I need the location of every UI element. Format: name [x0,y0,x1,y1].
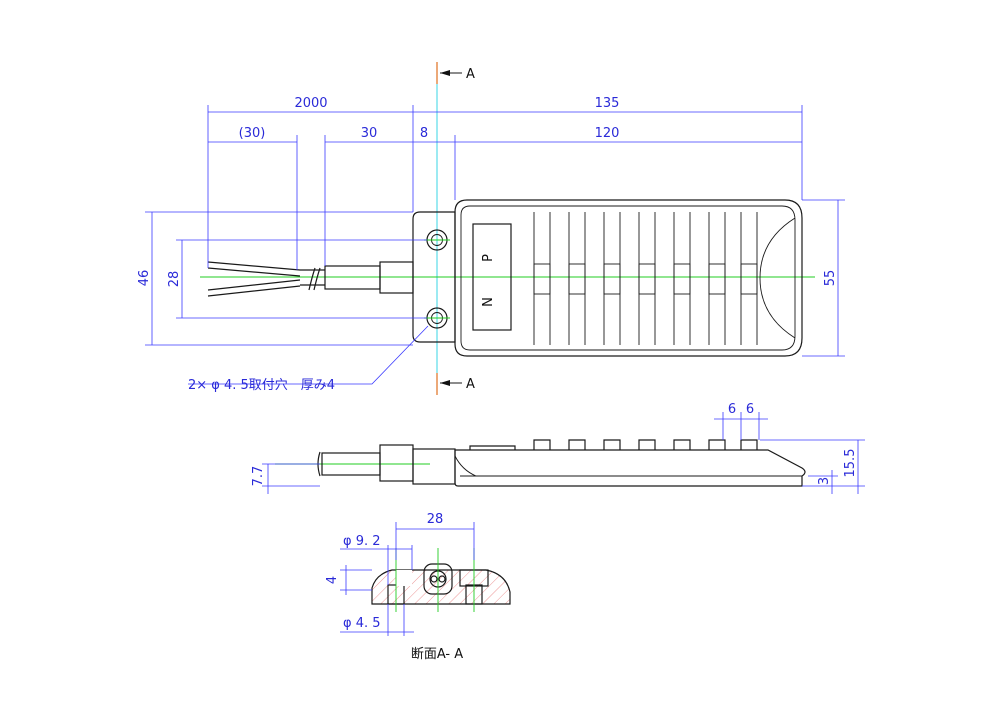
dim-strip-length: (30) [239,126,266,141]
cable-sheath [324,265,381,290]
side-view: 7.7 6 6 15.5 3 [251,402,865,494]
plan-view: A A P N [137,62,845,395]
dim-hole-dia: φ 4. 5 [343,616,381,631]
mount-note-leader [188,325,429,385]
cable-sheath-end [300,269,325,286]
section-counterbore-left [396,570,412,586]
side-rib [533,439,551,450]
pedal-curve [759,217,796,339]
side-front-curve [454,455,477,477]
side-rib [638,439,656,450]
plan-ribs [533,212,758,345]
mount-flange [412,211,456,343]
dim-mount-pitch: 28 [167,271,182,288]
cable-break-mark [308,267,321,291]
side-rib [740,439,758,450]
side-rib [708,439,726,450]
dim-cable-length: 2000 [294,96,327,111]
section-arrowhead-top [440,70,450,76]
plan-rib-block [673,263,691,295]
plan-rib-block [740,263,758,295]
dim-section-pitch: 28 [427,512,444,527]
lead-wire-lower [207,279,301,297]
dim-base-thickness: 3 [817,477,832,485]
side-rib [603,439,621,450]
section-wire-1 [430,575,438,583]
dim-body-height: 15.5 [843,449,858,478]
side-flange [412,448,456,485]
section-arrowhead-bottom [440,380,450,386]
dim-bush-gap: 8 [420,126,428,141]
side-rib [568,439,586,450]
dim-body-length: 120 [595,126,620,141]
dim-overall-width: 46 [137,270,152,287]
lead-wire-upper [207,261,301,277]
cable-bush [379,261,414,294]
switch-body-inner-edge [460,205,796,351]
side-cable-sheath [321,452,381,476]
plan-rib-block [638,263,656,295]
terminal-label-plate [472,223,512,331]
side-body-outline [454,449,806,487]
switch-body-outline [454,199,803,357]
terminal-n-label: N [481,297,496,307]
plan-rib-block [533,263,551,295]
dim-rib-width-b: 6 [746,402,754,417]
mount-note: 2× φ 4. 5取付穴 厚み4 [188,378,335,393]
side-rib [673,439,691,450]
section-wire-2 [438,575,446,583]
plan-rib-block [603,263,621,295]
section-mark-bottom: A [466,377,475,392]
dim-counterbore-dia: φ 9. 2 [343,534,381,549]
side-cable-bush [379,444,414,482]
side-front-hump [469,445,516,450]
dim-boss-height: 4 [325,576,340,584]
side-ribs [533,439,758,450]
plan-rib-block [708,263,726,295]
section-view: 28 φ 9. 2 4 φ 4. 5 断面A- A [325,512,511,662]
section-mark-top: A [466,67,475,82]
section-title: 断面A- A [411,647,463,662]
plan-rib-block [568,263,586,295]
terminal-p-label: P [481,254,496,262]
dim-total-length: 135 [595,96,620,111]
dim-rib-width-a: 6 [728,402,736,417]
dim-sheath-length: 30 [361,126,378,141]
dim-cable-dia: 7.7 [251,466,266,487]
dim-body-width: 55 [823,270,838,287]
